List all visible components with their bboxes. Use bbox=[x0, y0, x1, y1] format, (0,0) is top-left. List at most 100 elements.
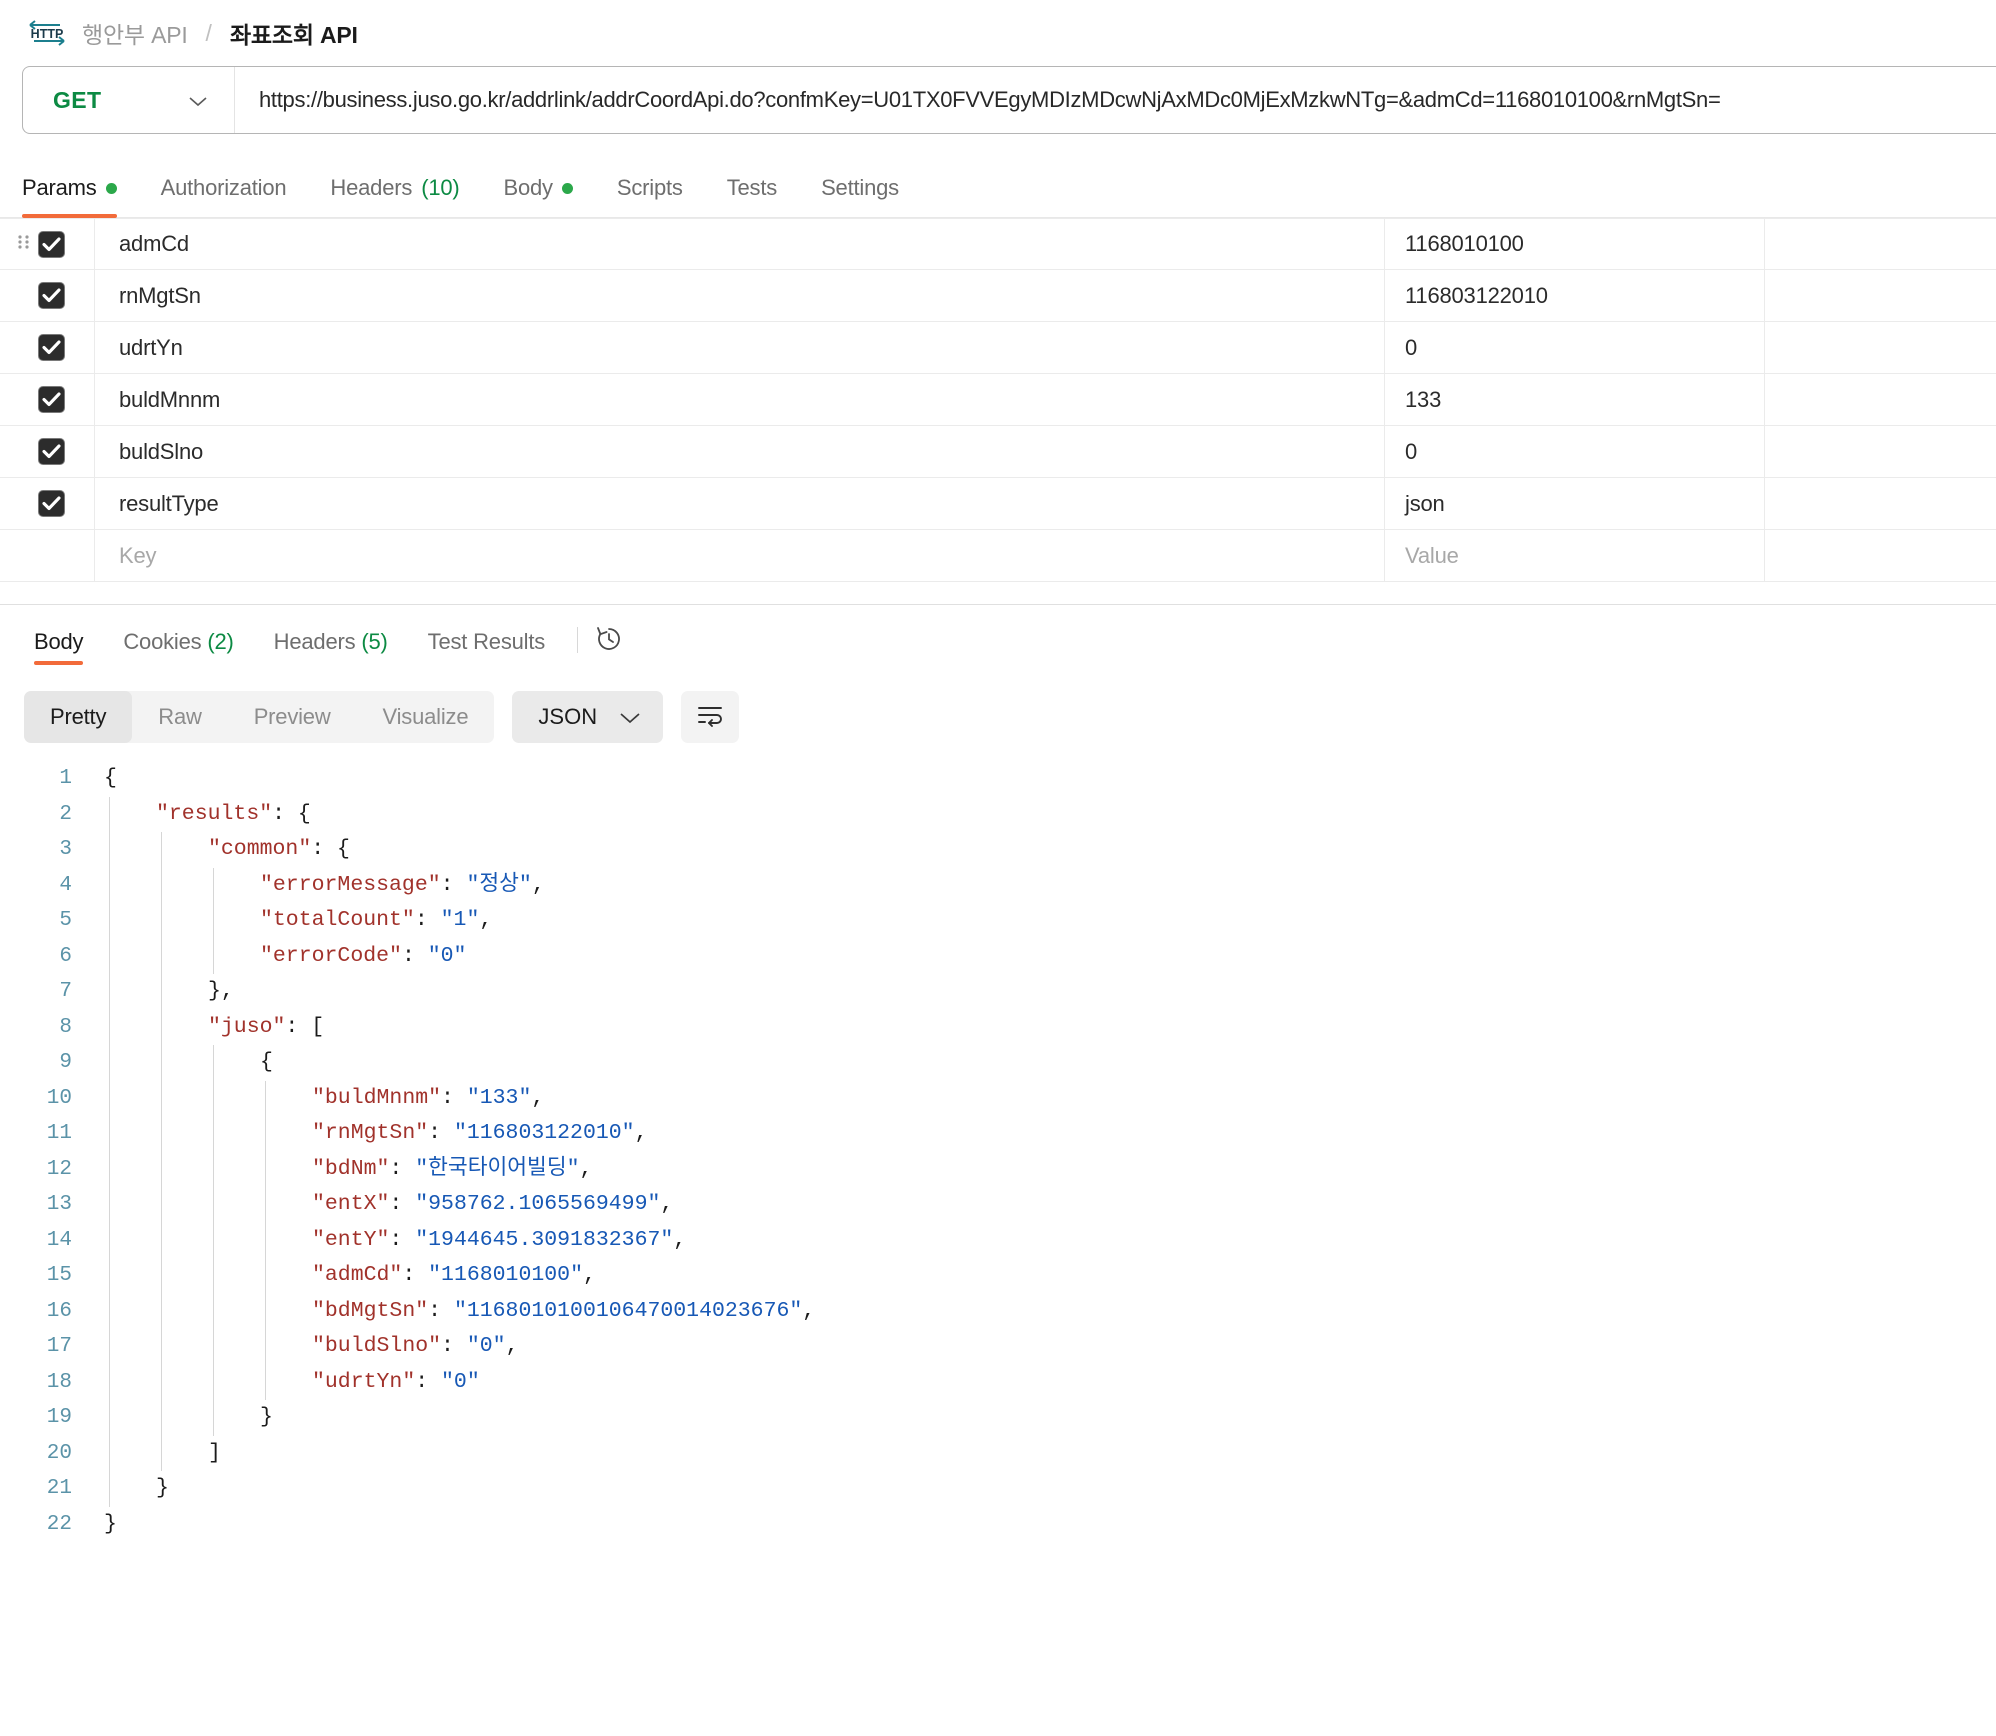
line-number: 22 bbox=[46, 1512, 72, 1536]
tab-tests[interactable]: Tests bbox=[705, 175, 799, 217]
code-line-content: ] bbox=[92, 1435, 1996, 1471]
param-description-input[interactable] bbox=[1764, 374, 1996, 425]
row-enabled-checkbox[interactable] bbox=[26, 230, 94, 258]
response-language-label: JSON bbox=[538, 704, 598, 729]
code-token-punct: } bbox=[104, 1511, 117, 1536]
param-value-input[interactable]: json bbox=[1384, 478, 1764, 529]
row-enabled-checkbox[interactable] bbox=[26, 490, 94, 517]
wrap-lines-button[interactable] bbox=[681, 691, 740, 743]
code-line-content: } bbox=[92, 1400, 1996, 1436]
code-token-key: "entY" bbox=[312, 1227, 390, 1252]
param-value-input[interactable]: 133 bbox=[1384, 374, 1764, 425]
param-description-input[interactable] bbox=[1764, 426, 1996, 477]
row-drag-handle[interactable] bbox=[0, 234, 29, 255]
row-enabled-checkbox[interactable] bbox=[26, 438, 94, 465]
http-protocol-icon: HTTP bbox=[26, 16, 68, 50]
row-enabled-checkbox[interactable] bbox=[26, 282, 94, 309]
row-enabled-checkbox[interactable] bbox=[26, 386, 94, 413]
code-tokens: "buldMnnm": "133", bbox=[92, 1081, 544, 1117]
tab-settings[interactable]: Settings bbox=[799, 175, 921, 217]
param-description-input-new[interactable] bbox=[1764, 530, 1996, 581]
param-key-input-new[interactable]: Key bbox=[94, 530, 1384, 581]
line-number: 14 bbox=[46, 1228, 72, 1252]
param-key-input[interactable]: buldSlno bbox=[94, 426, 1384, 477]
code-token-punct: , bbox=[660, 1192, 674, 1216]
code-token-string: "116803122010" bbox=[453, 1121, 635, 1145]
line-number: 13 bbox=[46, 1193, 72, 1216]
code-token-punct: : bbox=[441, 1334, 467, 1358]
response-history-button[interactable] bbox=[594, 624, 624, 669]
code-token-key: "totalCount" bbox=[260, 908, 415, 932]
tab-authorization[interactable]: Authorization bbox=[139, 175, 309, 217]
tab-body-label: Body bbox=[503, 175, 554, 200]
http-method-select[interactable]: GET bbox=[23, 67, 235, 133]
param-description-input[interactable] bbox=[1764, 322, 1996, 373]
row-enabled-checkbox[interactable] bbox=[26, 334, 94, 361]
chevron-down-icon bbox=[188, 94, 208, 107]
param-value-input[interactable]: 0 bbox=[1384, 426, 1764, 477]
response-tab-test-results[interactable]: Test Results bbox=[408, 629, 565, 669]
tab-params[interactable]: Params bbox=[22, 175, 139, 218]
request-url-bar: GET https://business.juso.go.kr/addrlink… bbox=[22, 66, 1996, 134]
checkbox-checked-icon bbox=[38, 438, 65, 465]
code-line-content: "buldMnnm": "133", bbox=[92, 1080, 1996, 1117]
code-token-key: "buldSlno" bbox=[312, 1334, 442, 1358]
code-tokens: "admCd": "1168010100", bbox=[92, 1258, 596, 1294]
param-description-input[interactable] bbox=[1764, 219, 1996, 269]
view-pretty-button[interactable]: Pretty bbox=[24, 691, 133, 743]
code-token-key: "entX" bbox=[312, 1192, 390, 1216]
view-preview-button[interactable]: Preview bbox=[253, 704, 331, 729]
param-key-input[interactable]: resultType bbox=[94, 478, 1384, 529]
line-number: 3 bbox=[59, 838, 72, 861]
param-value-input[interactable]: 0 bbox=[1384, 322, 1764, 373]
code-tokens: "juso": [ bbox=[92, 1010, 324, 1046]
breadcrumb-current[interactable]: 좌표조회 API bbox=[229, 22, 358, 48]
response-tab-body[interactable]: Body bbox=[34, 629, 103, 669]
code-token-punct: } bbox=[260, 1405, 273, 1429]
code-token-string: "0" bbox=[466, 1334, 506, 1358]
code-token-string: "1168010100" bbox=[428, 1263, 583, 1287]
code-token-punct: , bbox=[802, 1298, 816, 1323]
param-description-input[interactable] bbox=[1764, 478, 1996, 529]
grip-dots-icon bbox=[18, 234, 30, 255]
code-tokens: "errorMessage": "정상", bbox=[92, 868, 545, 904]
param-description-input[interactable] bbox=[1764, 270, 1996, 321]
param-value-input[interactable]: 1168010100 bbox=[1384, 219, 1764, 269]
view-visualize-button[interactable]: Visualize bbox=[382, 704, 469, 729]
tab-headers[interactable]: Headers (10) bbox=[308, 175, 481, 217]
code-token-string: "1" bbox=[440, 908, 480, 932]
code-line: 11"rnMgtSn": "116803122010", bbox=[0, 1116, 1996, 1152]
code-token-punct: : bbox=[428, 1121, 454, 1145]
response-body-code[interactable]: 1{2"results": {3"common": {4"errorMessag… bbox=[0, 761, 1996, 1542]
param-key-input[interactable]: udrtYn bbox=[94, 322, 1384, 373]
code-line: 14"entY": "1944645.3091832367", bbox=[0, 1222, 1996, 1258]
tab-scripts[interactable]: Scripts bbox=[595, 175, 705, 217]
svg-text:HTTP: HTTP bbox=[31, 27, 64, 41]
response-tab-cookies[interactable]: Cookies (2) bbox=[103, 629, 253, 669]
code-token-punct: : bbox=[428, 1298, 454, 1323]
breadcrumb-parent[interactable]: 행안부 API bbox=[82, 22, 188, 48]
code-token-string: "958762.1065569499" bbox=[415, 1192, 661, 1216]
param-key-input[interactable]: buldMnnm bbox=[94, 374, 1384, 425]
url-input[interactable]: https://business.juso.go.kr/addrlink/add… bbox=[259, 87, 1721, 112]
code-token-key: "results" bbox=[156, 801, 273, 826]
response-tabs: Body Cookies (2) Headers (5) Test Result… bbox=[0, 609, 1996, 669]
param-key-input[interactable]: rnMgtSn bbox=[94, 270, 1384, 321]
response-tab-cookies-label: Cookies bbox=[123, 629, 202, 654]
response-language-select[interactable]: JSON bbox=[512, 691, 664, 743]
response-view-segmented: Pretty Raw Preview Visualize bbox=[24, 691, 495, 743]
response-tab-headers[interactable]: Headers (5) bbox=[254, 629, 408, 669]
view-raw-button[interactable]: Raw bbox=[158, 704, 202, 729]
line-number: 9 bbox=[59, 1051, 72, 1074]
param-value-input-new[interactable]: Value bbox=[1384, 530, 1764, 581]
param-key-input[interactable]: admCd bbox=[94, 219, 1384, 269]
param-value-input[interactable]: 116803122010 bbox=[1384, 270, 1764, 321]
tab-body[interactable]: Body bbox=[482, 175, 595, 217]
